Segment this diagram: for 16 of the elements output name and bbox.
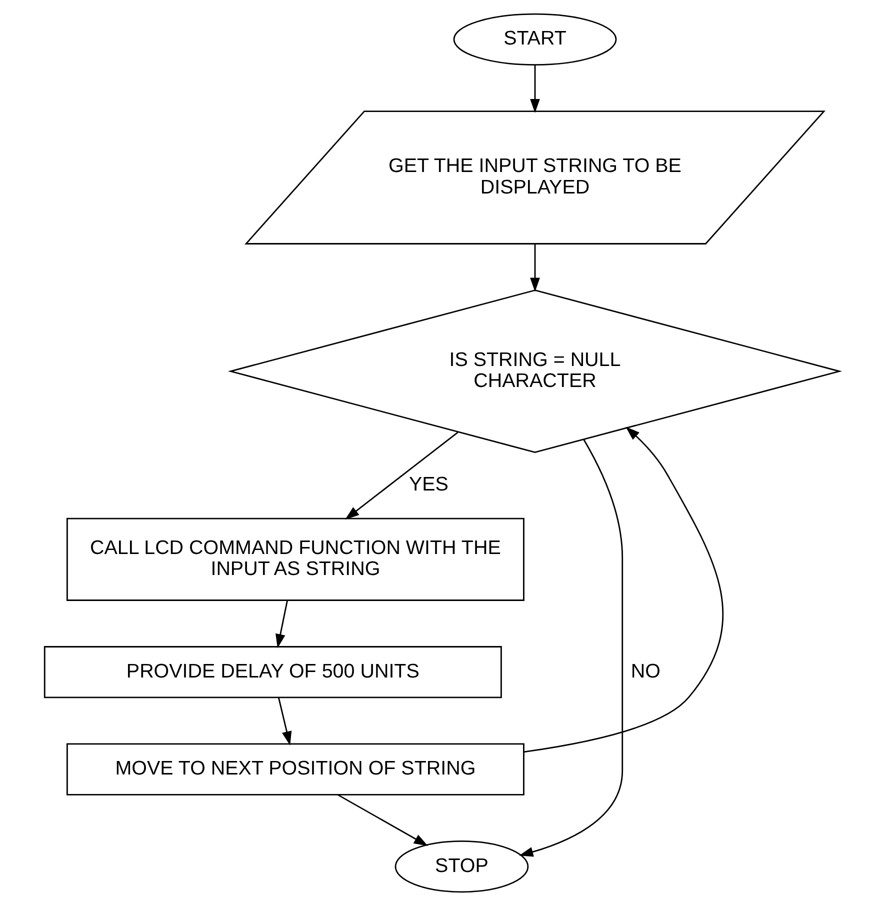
arrow	[345, 432, 458, 520]
edge-label: NO	[630, 660, 660, 682]
arrow	[519, 439, 624, 857]
node-box: CALL LCD COMMAND FUNCTION WITH THE INPUT AS STRING	[66, 518, 524, 601]
arrow	[530, 65, 540, 114]
edge-label: YES	[408, 474, 448, 496]
arrow	[276, 600, 288, 648]
arrow	[524, 426, 724, 753]
node-box: PROVIDE DELAY OF 500 UNITS	[44, 646, 502, 698]
node-box: MOVE TO NEXT POSITION OF STRING	[66, 743, 524, 796]
arrow	[338, 794, 428, 846]
arrow	[278, 698, 292, 746]
node-ellipse: START	[453, 13, 617, 66]
node-diamond: IS STRING = NULL CHARACTER	[228, 290, 842, 454]
arrow	[530, 244, 540, 292]
node-ellipse: STOP	[394, 840, 529, 893]
